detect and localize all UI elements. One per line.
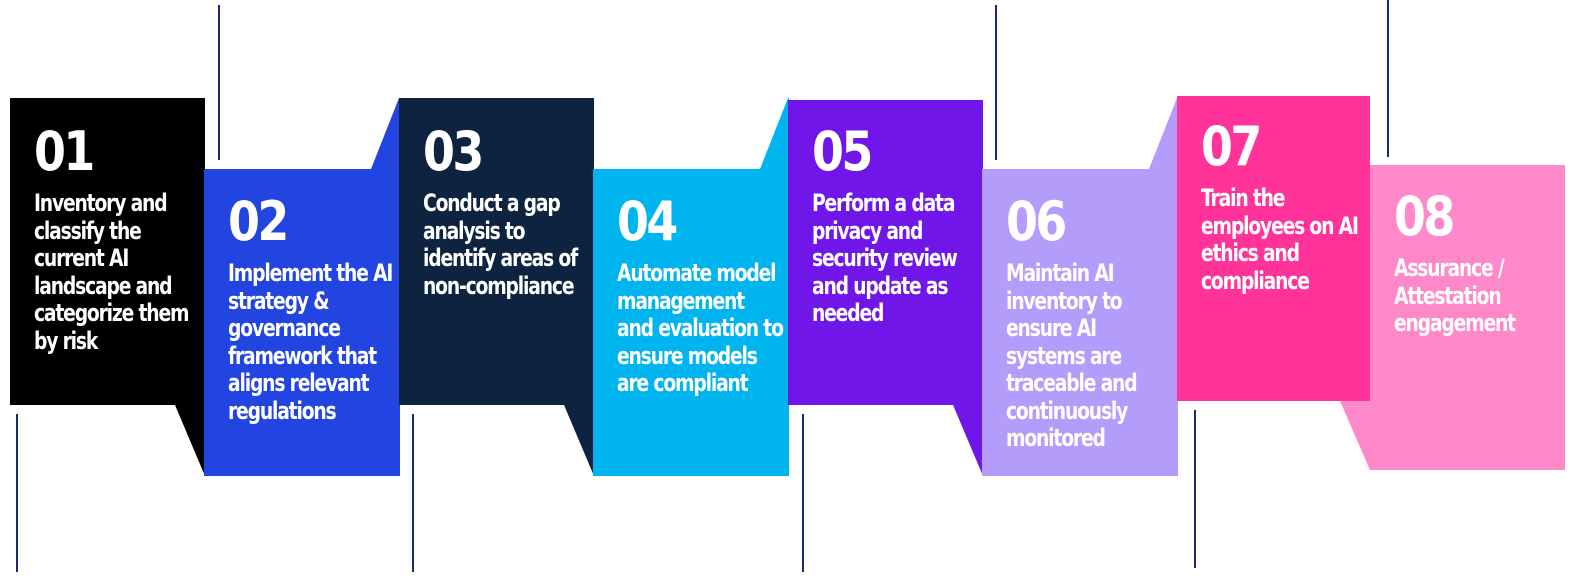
step-02-text: Implement the AI strategy & governance f… — [228, 259, 393, 425]
step-02: 02 Implement the AI strategy & governanc… — [204, 192, 399, 425]
step-05-shape — [788, 100, 983, 476]
connector-lines — [16, 0, 1389, 572]
step-06-shape — [982, 98, 1178, 476]
step-05: 05 Perform a data privacy and security r… — [788, 122, 983, 328]
step-01-shape — [10, 98, 205, 476]
step-02-number: 02 — [228, 190, 289, 253]
step-06-text: Maintain AI inventory to ensure AI syste… — [1006, 259, 1138, 452]
step-04-text: Automate model management and evaluation… — [617, 259, 784, 397]
step-04-shape — [593, 98, 789, 476]
step-08-shape — [1340, 165, 1565, 470]
step-01-text: Inventory and classify the current AI la… — [34, 189, 190, 355]
step-08-number: 08 — [1394, 185, 1455, 248]
step-01: 01 Inventory and classify the current AI… — [10, 122, 205, 355]
step-02-shape — [204, 98, 400, 476]
step-06-number: 06 — [1006, 190, 1067, 253]
step-07-number: 07 — [1201, 115, 1262, 178]
step-04: 04 Automate model management and evaluat… — [593, 192, 788, 398]
step-08-text: Assurance / Attestation engagement — [1394, 254, 1516, 337]
step-05-text: Perform a data privacy and security revi… — [812, 189, 958, 327]
step-01-number: 01 — [34, 120, 95, 183]
step-07: 07 Train the employees on AI ethics and … — [1177, 117, 1372, 295]
step-03-number: 03 — [423, 120, 484, 183]
step-08: 08 Assurance / Attestation engagement — [1370, 187, 1565, 338]
step-06: 06 Maintain AI inventory to ensure AI sy… — [982, 192, 1177, 453]
step-07-shape — [1177, 96, 1370, 401]
step-03: 03 Conduct a gap analysis to identify ar… — [399, 122, 594, 300]
step-03-text: Conduct a gap analysis to identify areas… — [423, 189, 578, 300]
step-04-number: 04 — [617, 190, 678, 253]
step-07-text: Train the employees on AI ethics and com… — [1201, 184, 1359, 295]
step-05-number: 05 — [812, 120, 873, 183]
step-03-shape — [399, 98, 594, 476]
